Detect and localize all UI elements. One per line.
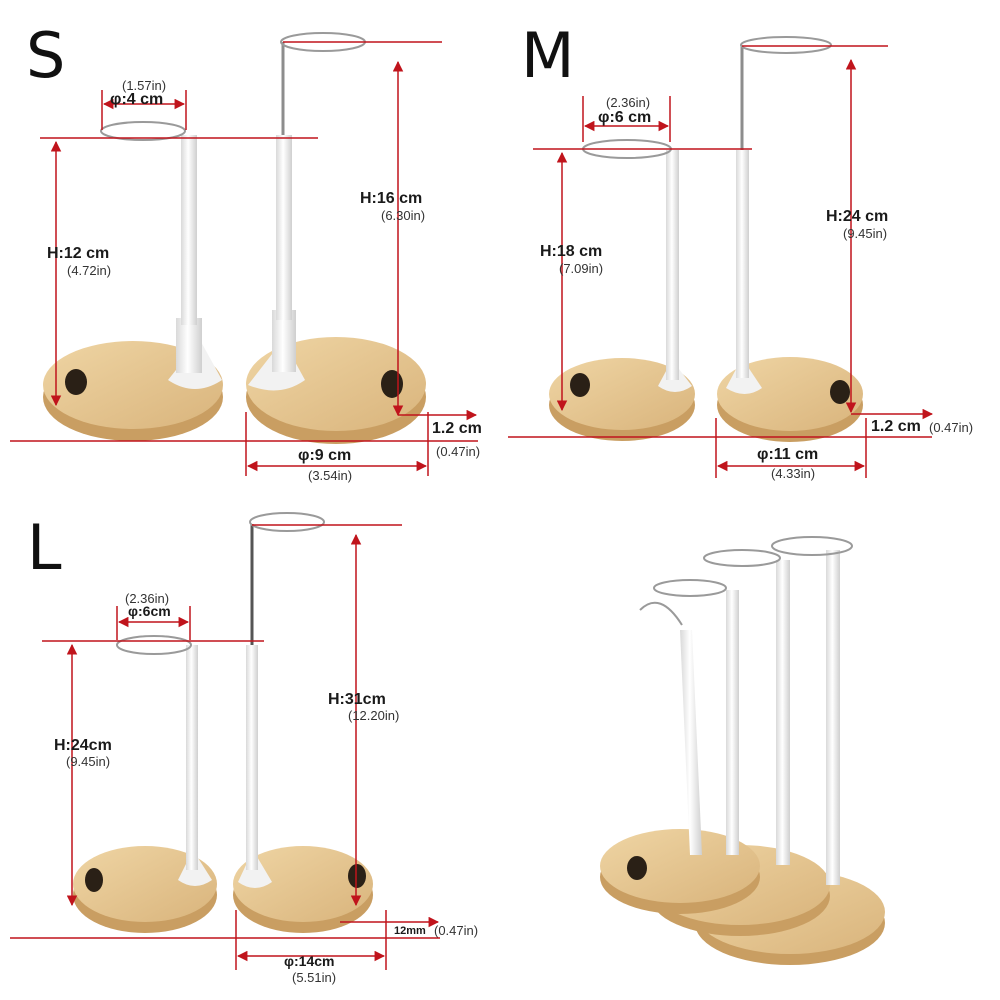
l-base-thickness: 12mm [394,925,426,937]
stand-m-short [549,139,695,441]
size-label-l: L [27,511,62,584]
l-short-height-in: (9.45in) [66,754,111,769]
dimension-lines-l [10,524,440,970]
m-base-thickness-in: (0.47in) [929,420,974,435]
size-label-s: S [26,19,66,92]
logo-badge [627,856,647,880]
s-base-thickness-in: (0.47in) [436,444,481,459]
m-ring-diameter-in: (2.36in) [606,95,651,110]
l-base-diameter-in: (5.51in) [292,970,337,985]
m-ring-diameter: φ:6 cm [598,109,652,126]
size-label-m: M [521,19,575,92]
m-base-thickness: 1.2 cm [871,418,921,435]
s-tall-height: H:16 cm [360,190,423,207]
m-short-height: H:18 cm [540,243,603,260]
s-tall-height-in: (6.30in) [381,208,426,223]
l-short-height: H:24cm [54,737,112,754]
l-tall-height: H:31cm [328,691,386,708]
s-short-height-in: (4.72in) [67,263,112,278]
l-ring-diameter: φ:6cm [128,603,171,619]
stand-group-photo [600,536,885,965]
s-base-diameter: φ:9 cm [298,447,352,464]
m-base-diameter-in: (4.33in) [771,466,816,481]
s-short-height: H:12 cm [47,245,110,262]
l-tall-height-in: (12.20in) [348,708,400,723]
logo-badge [570,373,590,397]
stand-l-tall [233,512,373,933]
logo-badge [348,864,366,888]
m-tall-height-in: (9.45in) [843,226,888,241]
s-ring-diameter-in: (1.57in) [122,78,167,93]
m-short-height-in: (7.09in) [559,261,604,276]
stand-m-tall [717,36,863,442]
dimension-lines-s [10,41,478,476]
logo-badge [381,370,403,398]
stand-s-short [43,121,223,441]
m-base-diameter: φ:11 cm [757,446,819,463]
l-base-thickness-in: (0.47in) [434,923,479,938]
s-base-diameter-in: (3.54in) [308,468,353,483]
s-ring-diameter: φ:4 cm [110,91,164,108]
l-base-diameter: φ:14cm [284,953,335,969]
logo-badge [65,369,87,395]
stand-s-tall [246,32,426,444]
logo-badge [85,868,103,892]
l-ring-diameter-in: (2.36in) [125,591,170,606]
logo-badge [830,380,850,404]
s-base-thickness: 1.2 cm [432,420,482,437]
m-tall-height: H:24 cm [826,208,889,225]
stand-l-short [73,635,217,933]
dimension-lines-m [508,45,934,478]
